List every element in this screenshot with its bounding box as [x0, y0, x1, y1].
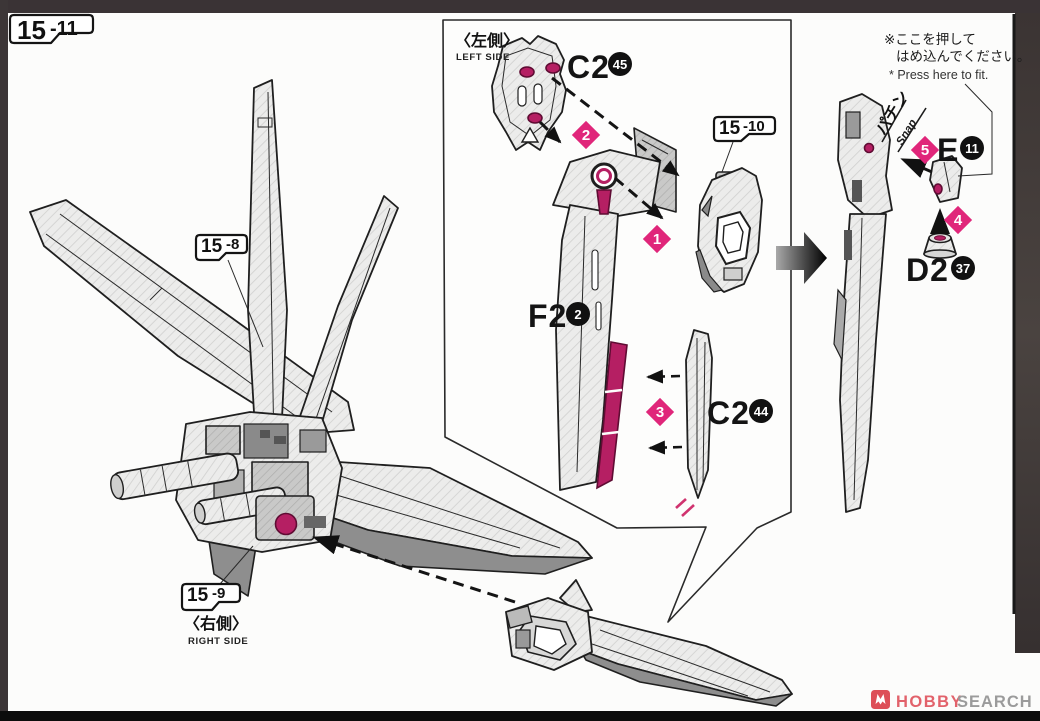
svg-text:15: 15 [201, 236, 223, 257]
attachment-peg-highlight [274, 512, 298, 536]
label-c2-45: C2 45 [567, 49, 632, 85]
ref-15-9-line [219, 545, 254, 585]
press-note-line3: * Press here to fit. [889, 68, 988, 82]
svg-text:C2: C2 [567, 49, 610, 85]
watermark: HOBBY SEARCH [871, 690, 1033, 711]
svg-text:C2: C2 [707, 395, 750, 431]
part-c2-44-illustration [685, 329, 713, 499]
dashed-arrow-c2-45-to-f2 [538, 120, 562, 144]
snap-en-text: Snap [894, 117, 919, 147]
left-side-jp: 〈左側〉 [455, 31, 519, 50]
svg-text:11: 11 [965, 141, 979, 156]
svg-text:15: 15 [187, 585, 209, 606]
note-pointer-line [957, 83, 993, 177]
right-side-jp: 〈右側〉 [184, 614, 248, 633]
svg-text:-10: -10 [743, 118, 765, 135]
right-side-en: RIGHT SIDE [188, 636, 248, 647]
ref-box-15-9: 15 -9 〈右側〉 RIGHT SIDE [180, 582, 248, 647]
part-d2-37-illustration [923, 232, 957, 259]
svg-text:2: 2 [582, 127, 590, 144]
dashed-arrow-e11-to-wing [900, 158, 933, 178]
step3-arrow-upper [646, 369, 681, 384]
svg-text:44: 44 [754, 404, 769, 419]
step3-arrow-lower [648, 440, 683, 455]
label-d2-37: D2 37 [906, 252, 975, 288]
watermark-brand: HOBBY [896, 693, 963, 711]
dashed-arrow-c2-45-to-pod [551, 76, 680, 177]
scan-border-right [1015, 13, 1040, 653]
svg-text:D2: D2 [906, 252, 949, 288]
ref-15-10-line [721, 141, 734, 173]
svg-text:2: 2 [574, 307, 581, 322]
step-tab-prefix: 15 [17, 15, 46, 45]
svg-text:-8: -8 [226, 236, 239, 253]
insert-tick-marks [675, 498, 695, 517]
press-note-line2: はめ込んでください。 [896, 49, 1030, 64]
scan-border-left [0, 0, 8, 721]
dashed-arrow-f2-to-pod [614, 176, 664, 220]
step-diamond-4: 4 [943, 205, 973, 235]
ref-box-15-8: 15 -8 [194, 233, 249, 262]
svg-text:3: 3 [656, 404, 664, 421]
label-f2-2: F2 2 [528, 298, 590, 334]
svg-text:E: E [937, 132, 959, 168]
svg-text:5: 5 [921, 142, 929, 159]
label-c2-44: C2 44 [707, 395, 773, 431]
svg-text:F2: F2 [528, 298, 567, 334]
watermark-brand-suffix: SEARCH [957, 693, 1033, 711]
part-e11-illustration [929, 155, 963, 203]
page-edge-line [1012, 14, 1016, 614]
svg-text:1: 1 [653, 231, 661, 248]
part-f2-illustration [552, 127, 677, 491]
ref-box-15-10: 15 -10 [712, 115, 777, 143]
step-diamond-1: 1 [642, 224, 672, 254]
f2-pink-edge-highlight [596, 341, 628, 490]
label-e-11: E 11 [937, 132, 984, 168]
scan-border-bottom [0, 711, 1040, 721]
press-note-line1: ※ここを押して [884, 32, 976, 47]
step-diamond-2: 2 [571, 120, 601, 150]
assembled-unit-illustration [505, 579, 793, 707]
left-side-en: LEFT SIDE [456, 52, 510, 63]
svg-text:-9: -9 [212, 585, 225, 602]
scan-border-top [0, 0, 1040, 13]
svg-text:15: 15 [719, 118, 741, 139]
transition-arrow [776, 232, 827, 284]
step-diamond-5: 5 [910, 135, 940, 165]
ref-15-8-line [227, 259, 264, 348]
step-diamond-3: 3 [645, 397, 675, 427]
step-tab-suffix: -11 [50, 18, 78, 40]
snap-socket-highlight [863, 142, 875, 154]
step-tab: 15 -11 [8, 13, 95, 45]
svg-text:37: 37 [956, 261, 970, 276]
press-note: ※ここを押して はめ込んでください。 * Press here to fit. [884, 32, 1030, 82]
svg-text:45: 45 [613, 57, 627, 72]
assembled-wing-illustration [833, 93, 893, 513]
part-c2-45-illustration [491, 35, 567, 151]
part-15-10-pod-illustration [695, 167, 763, 293]
svg-text:4: 4 [954, 212, 963, 229]
